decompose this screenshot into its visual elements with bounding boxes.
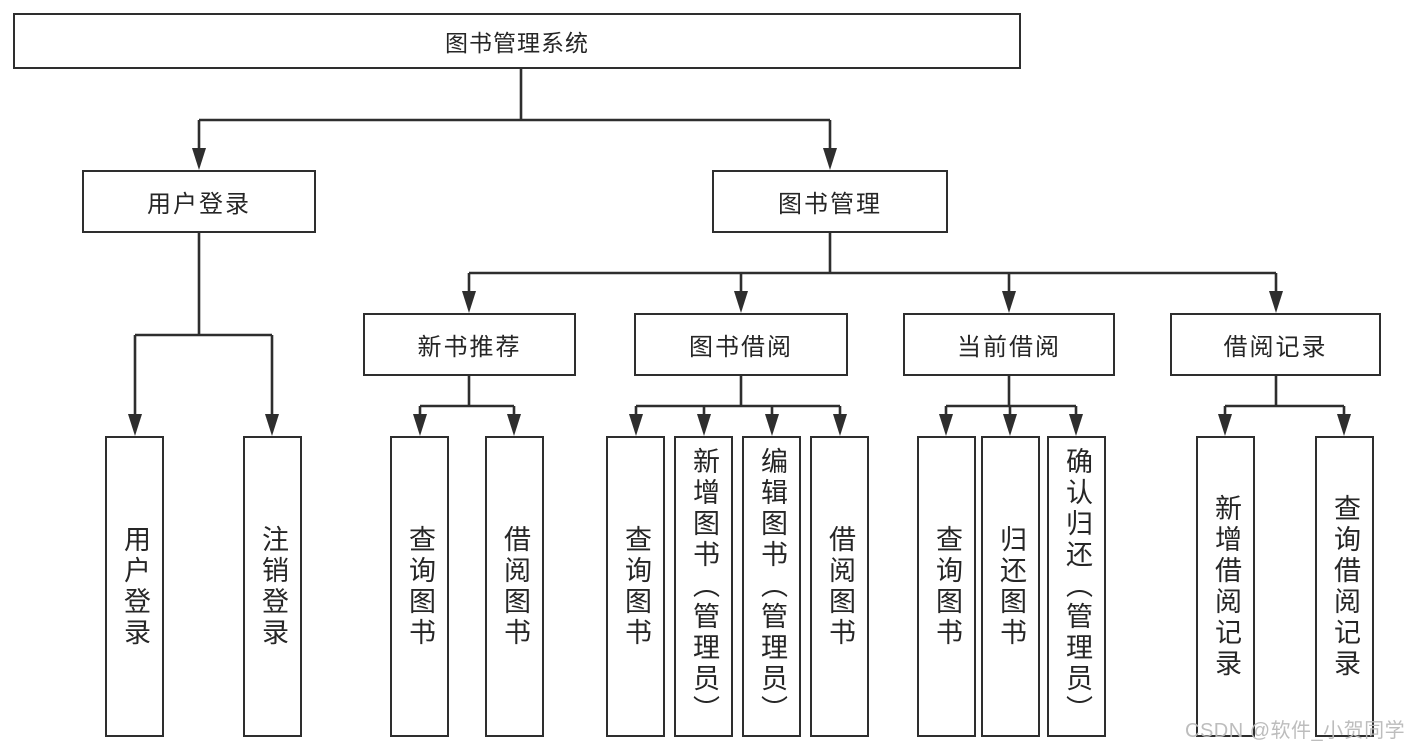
node-new-book-recommend: 新书推荐: [363, 313, 576, 376]
watermark-text: CSDN @软件_小贺同学: [1185, 720, 1405, 742]
leaf-borrow-book-recommend-label: 借阅图书: [500, 524, 530, 649]
leaf-query-borrow-record-label: 查询借阅记录: [1330, 493, 1360, 680]
leaf-confirm-return-admin-label: 确认归还（管理员）: [1062, 447, 1092, 726]
node-root-label: 图书管理系统: [445, 30, 589, 56]
leaf-return-book: 归还图书: [981, 436, 1040, 737]
node-current-borrowing: 当前借阅: [903, 313, 1115, 376]
leaf-query-book-borrowing: 查询图书: [606, 436, 665, 737]
node-user-login: 用户登录: [82, 170, 316, 233]
leaf-query-book-current-label: 查询图书: [932, 524, 962, 649]
leaf-borrow-book-borrowing: 借阅图书: [810, 436, 869, 737]
leaf-add-borrow-record-label: 新增借阅记录: [1211, 493, 1241, 680]
leaf-query-book-recommend-label: 查询图书: [405, 524, 435, 649]
node-borrowing-records-label: 借阅记录: [1223, 334, 1328, 361]
node-book-borrowing-label: 图书借阅: [689, 334, 793, 361]
node-borrowing-records: 借阅记录: [1170, 313, 1381, 376]
leaf-return-book-label: 归还图书: [996, 524, 1026, 649]
leaf-logout-label: 注销登录: [258, 524, 288, 649]
node-root: 图书管理系统: [13, 13, 1021, 69]
leaf-add-book-admin: 新增图书（管理员）: [674, 436, 733, 737]
leaf-user-login: 用户登录: [105, 436, 164, 737]
leaf-query-book-current: 查询图书: [917, 436, 976, 737]
leaf-confirm-return-admin: 确认归还（管理员）: [1047, 436, 1106, 737]
leaf-query-book-borrowing-label: 查询图书: [621, 524, 651, 649]
leaf-user-login-label: 用户登录: [120, 524, 150, 649]
leaf-query-book-recommend: 查询图书: [390, 436, 449, 737]
node-book-management: 图书管理: [712, 170, 948, 233]
leaf-add-book-admin-label: 新增图书（管理员）: [689, 447, 719, 726]
node-user-login-label: 用户登录: [147, 191, 251, 218]
leaf-edit-book-admin-label: 编辑图书（管理员）: [757, 447, 787, 726]
node-current-borrowing-label: 当前借阅: [957, 334, 1061, 361]
leaf-borrow-book-borrowing-label: 借阅图书: [825, 524, 855, 649]
node-new-book-recommend-label: 新书推荐: [417, 334, 522, 361]
leaf-query-borrow-record: 查询借阅记录: [1315, 436, 1374, 737]
leaf-edit-book-admin: 编辑图书（管理员）: [742, 436, 801, 737]
node-book-borrowing: 图书借阅: [634, 313, 848, 376]
leaf-add-borrow-record: 新增借阅记录: [1196, 436, 1255, 737]
leaf-logout: 注销登录: [243, 436, 302, 737]
node-book-management-label: 图书管理: [778, 191, 882, 218]
arrowheads: [128, 148, 1351, 436]
leaf-borrow-book-recommend: 借阅图书: [485, 436, 544, 737]
